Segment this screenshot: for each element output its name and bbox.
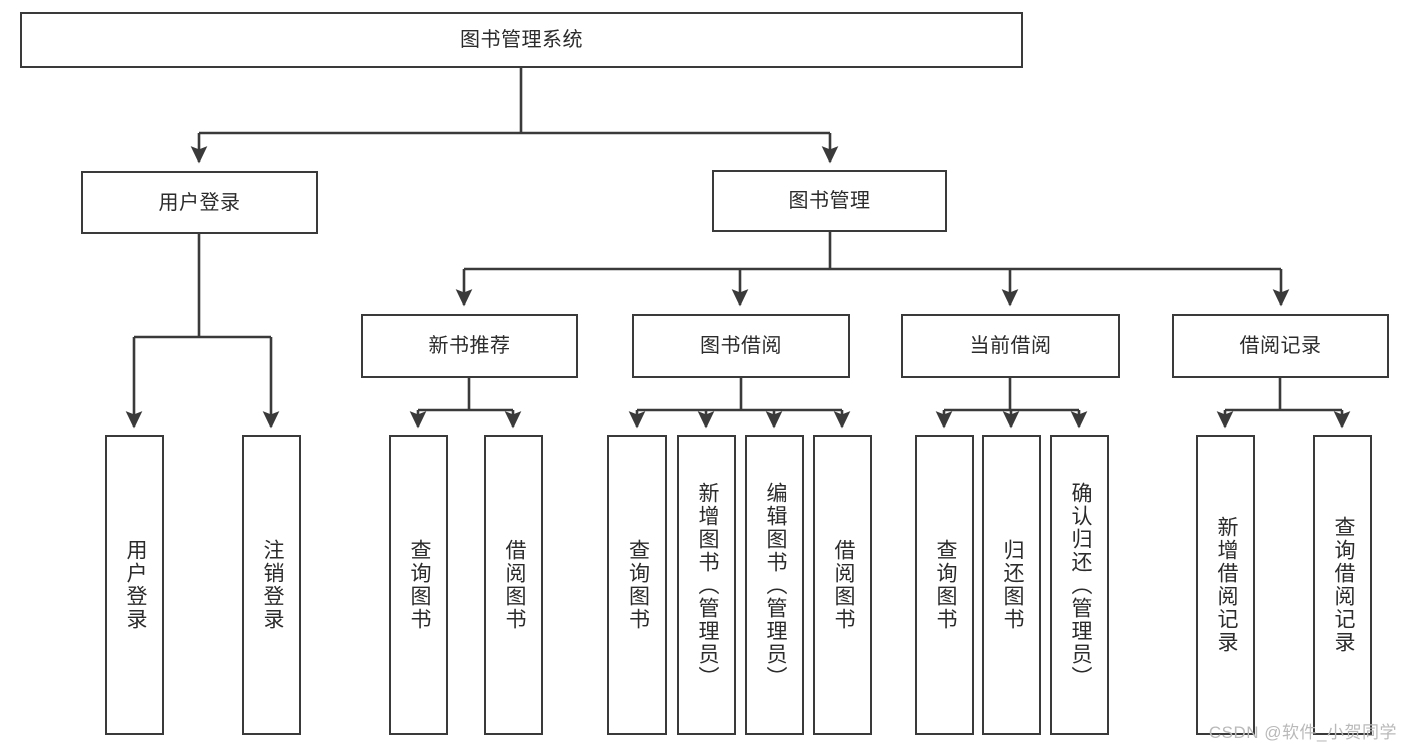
leaf-borrow-add-book-admin[interactable]: 新增图书（管理员） (677, 435, 736, 735)
leaf-user-login-signin[interactable]: 用户登录 (105, 435, 164, 735)
node-current-borrowing[interactable]: 当前借阅 (901, 314, 1120, 378)
node-user-login[interactable]: 用户登录 (81, 171, 318, 234)
leaf-new-book-borrow-book[interactable]: 借阅图书 (484, 435, 543, 735)
node-label: 查询借阅记录 (1331, 516, 1355, 654)
node-label: 用户登录 (158, 191, 241, 214)
leaf-borrow-query-book[interactable]: 查询图书 (607, 435, 667, 735)
node-label: 新增图书（管理员） (695, 481, 719, 689)
leaf-current-return-book[interactable]: 归还图书 (982, 435, 1041, 735)
node-book-borrowing[interactable]: 图书借阅 (632, 314, 850, 378)
node-label: 归还图书 (1000, 539, 1024, 631)
leaf-user-login-signout[interactable]: 注销登录 (242, 435, 301, 735)
node-label: 借阅图书 (502, 539, 526, 631)
node-book-management[interactable]: 图书管理 (712, 170, 947, 232)
node-label: 图书管理 (788, 190, 871, 212)
node-label: 新增借阅记录 (1214, 516, 1238, 654)
leaf-new-book-query-book[interactable]: 查询图书 (389, 435, 448, 735)
node-label: 查询图书 (626, 539, 650, 631)
node-label: 图书管理系统 (460, 29, 583, 51)
node-label: 借阅记录 (1239, 335, 1322, 357)
leaf-current-query-book[interactable]: 查询图书 (915, 435, 974, 735)
leaf-borrow-borrow-book[interactable]: 借阅图书 (813, 435, 872, 735)
leaf-record-query-record[interactable]: 查询借阅记录 (1313, 435, 1372, 735)
node-label: 查询图书 (407, 539, 431, 631)
node-new-book-recommendation[interactable]: 新书推荐 (361, 314, 578, 378)
node-label: 查询图书 (933, 539, 957, 631)
leaf-borrow-edit-book-admin[interactable]: 编辑图书（管理员） (745, 435, 804, 735)
csdn-watermark: CSDN @软件_小贺同学 (1208, 723, 1397, 742)
leaf-current-confirm-return-admin[interactable]: 确认归还（管理员） (1050, 435, 1109, 735)
node-borrowing-record[interactable]: 借阅记录 (1172, 314, 1389, 378)
node-root-library-management-system[interactable]: 图书管理系统 (20, 12, 1023, 68)
node-label: 确认归还（管理员） (1068, 481, 1092, 689)
node-label: 编辑图书（管理员） (763, 481, 787, 689)
node-label: 注销登录 (260, 539, 284, 631)
node-label: 新书推荐 (428, 335, 511, 357)
node-label: 当前借阅 (969, 335, 1052, 357)
leaf-record-add-record[interactable]: 新增借阅记录 (1196, 435, 1255, 735)
node-label: 用户登录 (123, 539, 147, 631)
node-label: 借阅图书 (831, 539, 855, 631)
node-label: 图书借阅 (700, 335, 782, 357)
